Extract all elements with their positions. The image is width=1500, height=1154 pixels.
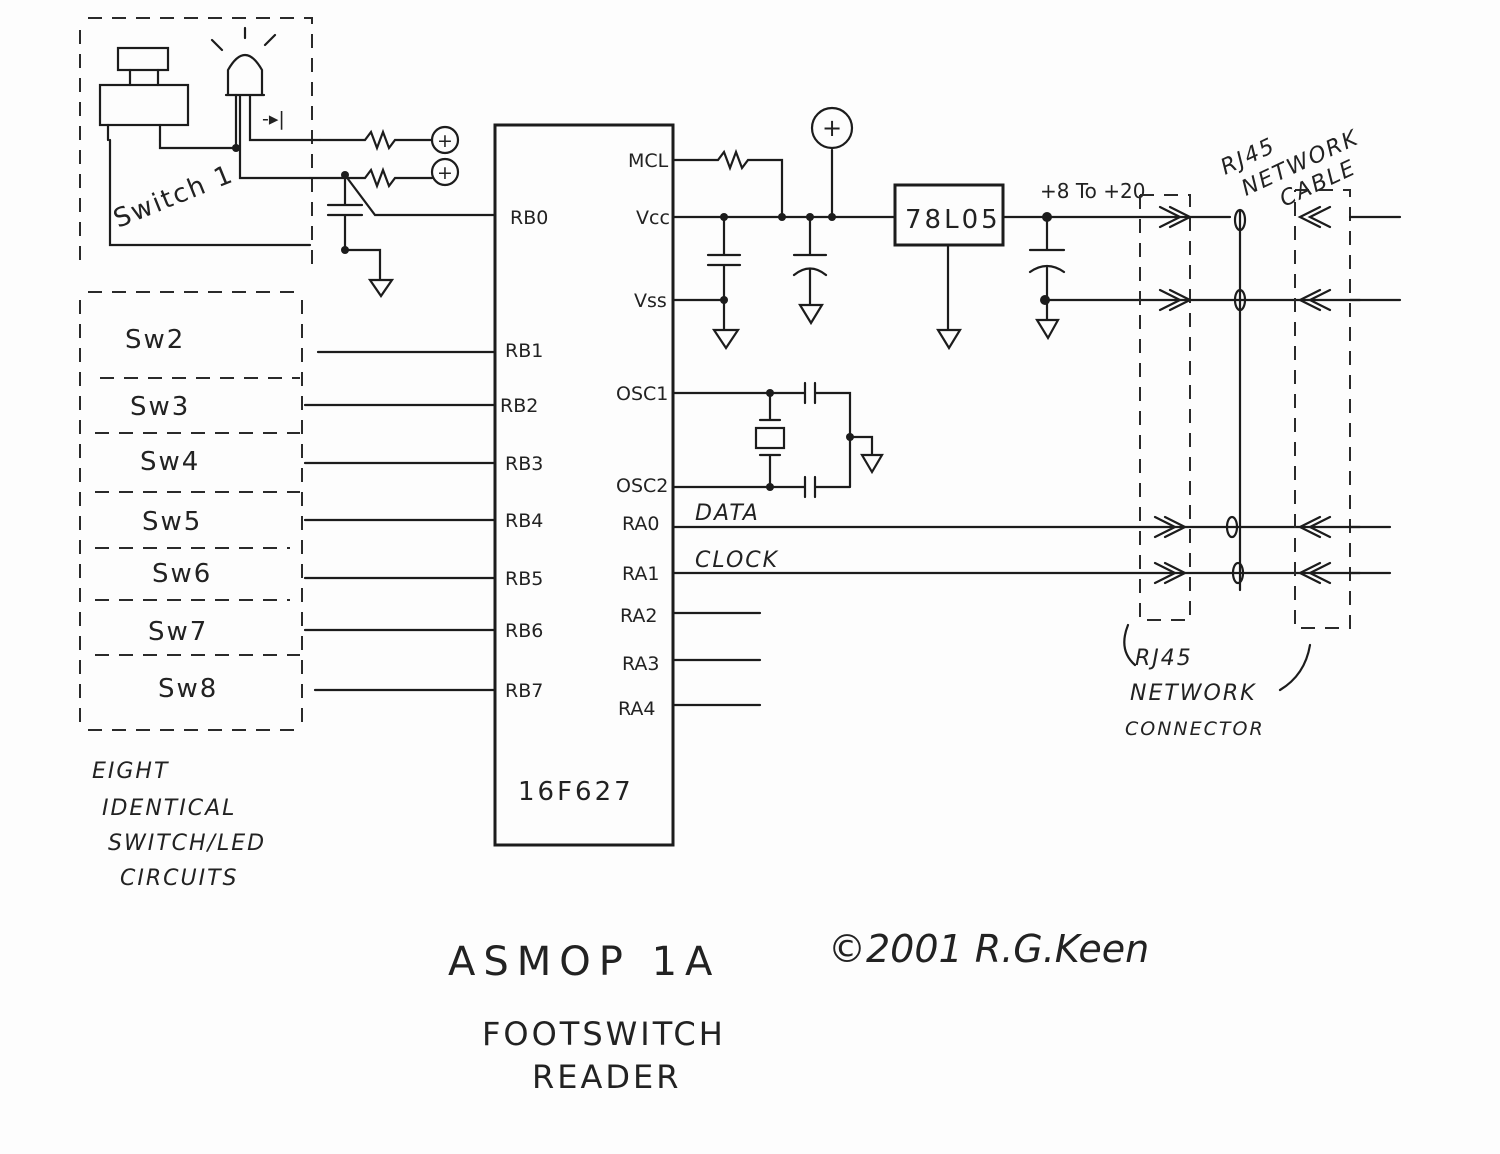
footswitch-button-icon (116, 46, 170, 72)
switch1-label: Switch 1 (109, 159, 238, 234)
vplus-icon (430, 125, 460, 155)
pin-label: Vss (634, 290, 667, 312)
power-section: + 78L05 +8 To +20 (671, 106, 1362, 351)
chip-part-number: 16F627 (518, 777, 634, 807)
svg-text:+: + (437, 130, 453, 152)
switch-label: Sw3 (130, 392, 190, 422)
pic-16f627-chip: RB0 RB1 RB2 RB3 RB4 RB5 RB6 RB7 MCL Vcc … (493, 123, 675, 847)
ground-icon (343, 248, 395, 298)
led-icon (224, 53, 322, 180)
connector-label-line: NETWORK (1130, 681, 1257, 706)
diode-symbol: -▸| (262, 108, 285, 130)
svg-text:+: + (437, 162, 453, 184)
switch-label: Sw6 (152, 559, 212, 589)
rj45-connectors: RJ45 NETWORK CABLE RJ45 NETWORK CONNECTO… (1123, 125, 1402, 740)
pin-label: RA3 (622, 653, 660, 675)
copyright-notice: ©2001 R.G.Keen (828, 927, 1149, 971)
connector-label-line: RJ45 (1135, 646, 1193, 671)
pin-label: RB7 (505, 680, 543, 702)
pin-label: RA0 (622, 513, 660, 535)
svg-text:+: + (822, 114, 842, 142)
pin-label: RA2 (620, 605, 658, 627)
note-line: CIRCUITS (120, 866, 239, 891)
vplus-icon (810, 106, 854, 150)
switch-label: Sw7 (148, 617, 208, 647)
pin-label: RB1 (505, 340, 543, 362)
footswitch-body-icon (98, 83, 190, 127)
signal-lines: DATA CLOCK (671, 501, 1362, 707)
note-line: IDENTICAL (102, 796, 236, 821)
pin-label: Vcc (636, 207, 670, 229)
pin-label: RB4 (505, 510, 543, 532)
subtitle-line: READER (532, 1058, 681, 1096)
pin-label: OSC1 (616, 383, 668, 405)
vplus-icon (430, 157, 460, 187)
note-line: EIGHT (92, 759, 169, 784)
project-title: ASMOP 1A (448, 939, 720, 985)
crystal-icon (754, 426, 786, 450)
pin-label: RB2 (500, 395, 538, 417)
pin-label: RB6 (505, 620, 543, 642)
switch-label: Sw2 (125, 325, 185, 355)
pin-label: OSC2 (616, 475, 668, 497)
note-line: SWITCH/LED (108, 831, 266, 856)
regulator-part: 78L05 (905, 205, 1001, 235)
pin-label: RB0 (510, 207, 548, 229)
pin-label: MCL (628, 150, 669, 172)
switch-label: Sw5 (142, 507, 202, 537)
connector-label-line: CONNECTOR (1125, 718, 1265, 740)
pin-label: RB5 (505, 568, 543, 590)
switch-label: Sw4 (140, 447, 200, 477)
switch-rows: Sw2 Sw3 Sw4 Sw5 Sw6 Sw7 Sw8 EIGHT IDENTI… (79, 291, 497, 891)
clock-signal-label: CLOCK (695, 548, 779, 573)
subtitle-line: FOOTSWITCH (482, 1015, 726, 1053)
switch-label: Sw8 (158, 674, 218, 704)
title-block: ASMOP 1A FOOTSWITCH READER ©2001 R.G.Kee… (448, 927, 1149, 1096)
pin-label: RA4 (618, 698, 656, 720)
switch1-block: -▸| + + Switch 1 (79, 17, 497, 298)
pin-label: RB3 (505, 453, 543, 475)
data-signal-label: DATA (695, 501, 760, 526)
pin-label: RA1 (622, 563, 660, 585)
supply-range-label: +8 To +20 (1040, 179, 1145, 203)
crystal-oscillator (671, 381, 884, 499)
